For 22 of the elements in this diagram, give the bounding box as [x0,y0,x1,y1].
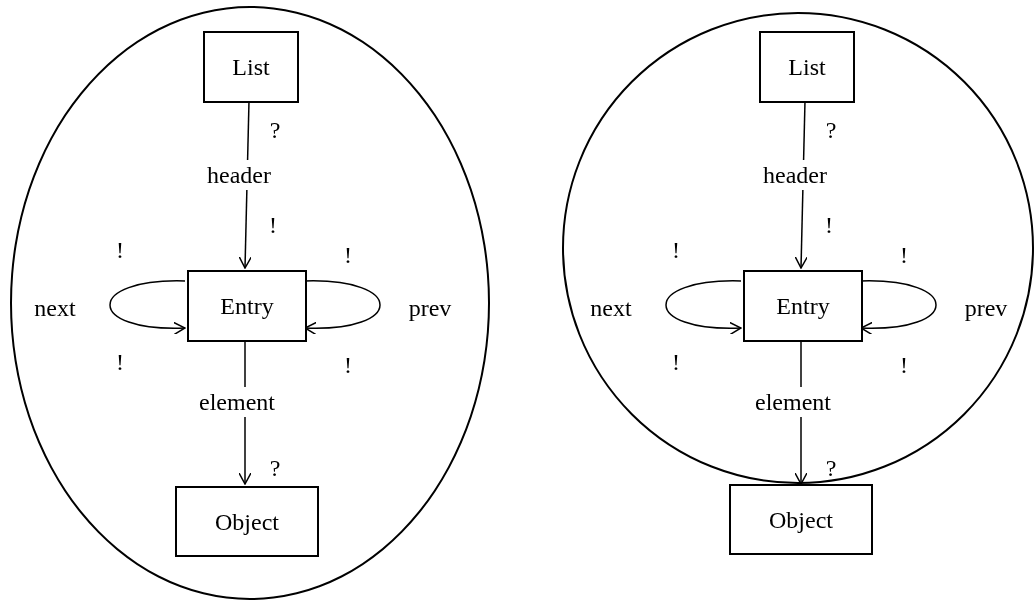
multiplicity-mark: ? [269,118,281,142]
multiplicity-mark: ! [672,238,680,262]
multiplicity-mark: ! [344,243,352,267]
class-box: Object [175,486,319,557]
arrow [665,280,742,335]
multiplicity-mark: ! [825,213,833,237]
class-box: List [203,31,299,103]
multiplicity-mark: ! [116,350,124,374]
multiplicity-mark: ? [825,118,837,142]
class-box: Entry [743,270,863,342]
multiplicity-mark: ? [825,456,837,480]
multiplicity-mark: ! [344,353,352,377]
multiplicity-mark: ! [900,353,908,377]
class-box: Object [729,484,873,555]
multiplicity-mark: ! [672,350,680,374]
multiplicity-mark: ! [269,213,277,237]
arrow [109,280,186,335]
class-box: Entry [187,270,307,342]
multiplicity-mark: ! [900,243,908,267]
multiplicity-mark: ! [116,238,124,262]
class-box: List [759,31,855,103]
multiplicity-mark: ? [269,456,281,480]
